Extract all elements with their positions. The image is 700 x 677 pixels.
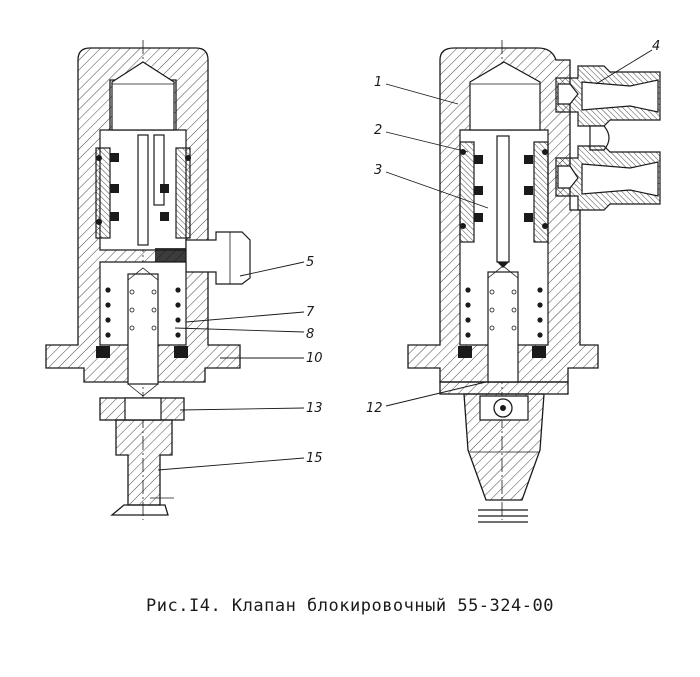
callout-5: 5 [306,255,314,270]
left-rod [153,134,165,206]
callout-8: 8 [306,327,314,342]
right-spring [465,287,543,338]
left-stem [137,134,149,246]
left-spring [105,287,181,338]
callout-2: 2 [374,123,382,138]
callout-10: 10 [306,351,323,366]
left-sleeve-right [175,147,191,239]
right-section-view [407,40,661,523]
callout-15: 15 [306,451,323,466]
right-stem [496,135,510,263]
callout-13: 13 [306,401,323,416]
right-seals [460,149,548,229]
left-section-view [45,40,251,520]
left-seals [96,153,191,225]
left-bottom-seal-right [174,346,188,358]
left-side-fitting [185,231,251,285]
right-bottom-seal-right [532,346,546,358]
right-leaders [385,49,653,407]
left-plunger [127,273,159,385]
right-bottom-seal-left [458,346,472,358]
callout-3: 3 [374,163,382,178]
callout-7: 7 [306,305,315,320]
right-plunger [487,271,519,383]
right-bottom-washers [478,509,528,523]
figure-caption: Рис.I4. Клапан блокировочный 55-324-00 [146,596,554,616]
callout-1: 1 [374,75,382,90]
right-sleeve-right [533,141,549,243]
right-cone-cap [469,61,541,131]
callout-labels: 5 7 8 10 13 15 1 2 3 4 12 [306,39,660,466]
left-bottom-seal-left [96,346,110,358]
left-leaders [157,261,305,471]
callout-12: 12 [366,401,383,416]
callout-4: 4 [652,39,660,54]
left-lower-shaft [115,419,173,506]
left-cone-cap [111,61,175,131]
